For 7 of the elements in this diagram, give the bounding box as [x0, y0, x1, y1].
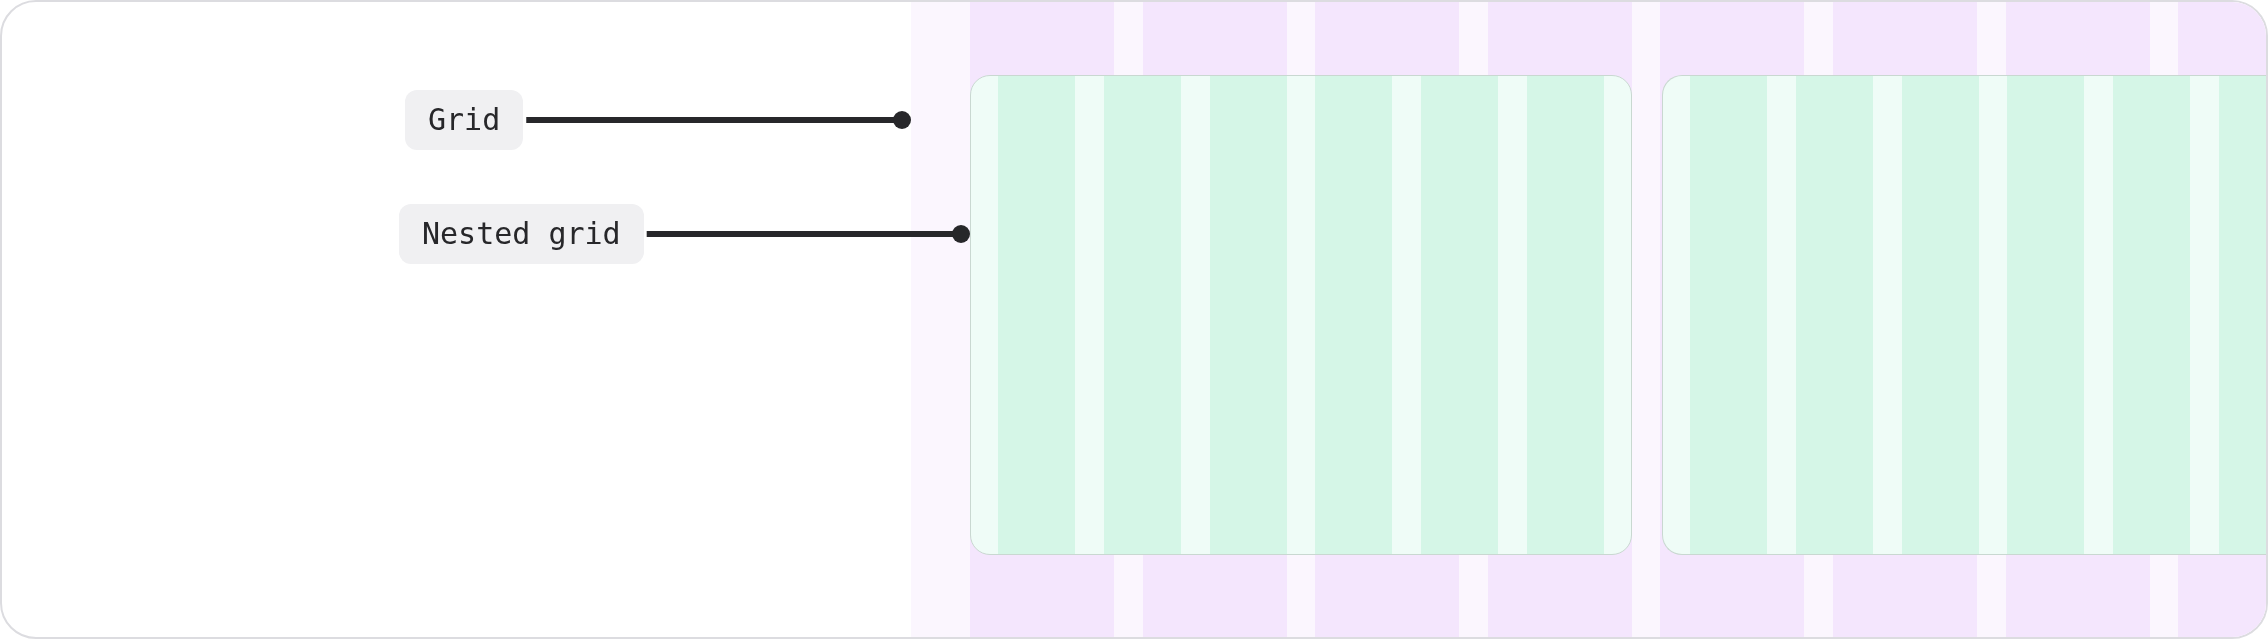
- leader-line: [526, 111, 911, 129]
- nested-grid: [1662, 75, 2266, 555]
- nested-grid: [970, 75, 1632, 555]
- layout-grid: [911, 2, 2266, 637]
- leader-line: [646, 225, 970, 243]
- callout-label: Nested grid: [399, 204, 644, 264]
- callout-label: Grid: [405, 90, 524, 150]
